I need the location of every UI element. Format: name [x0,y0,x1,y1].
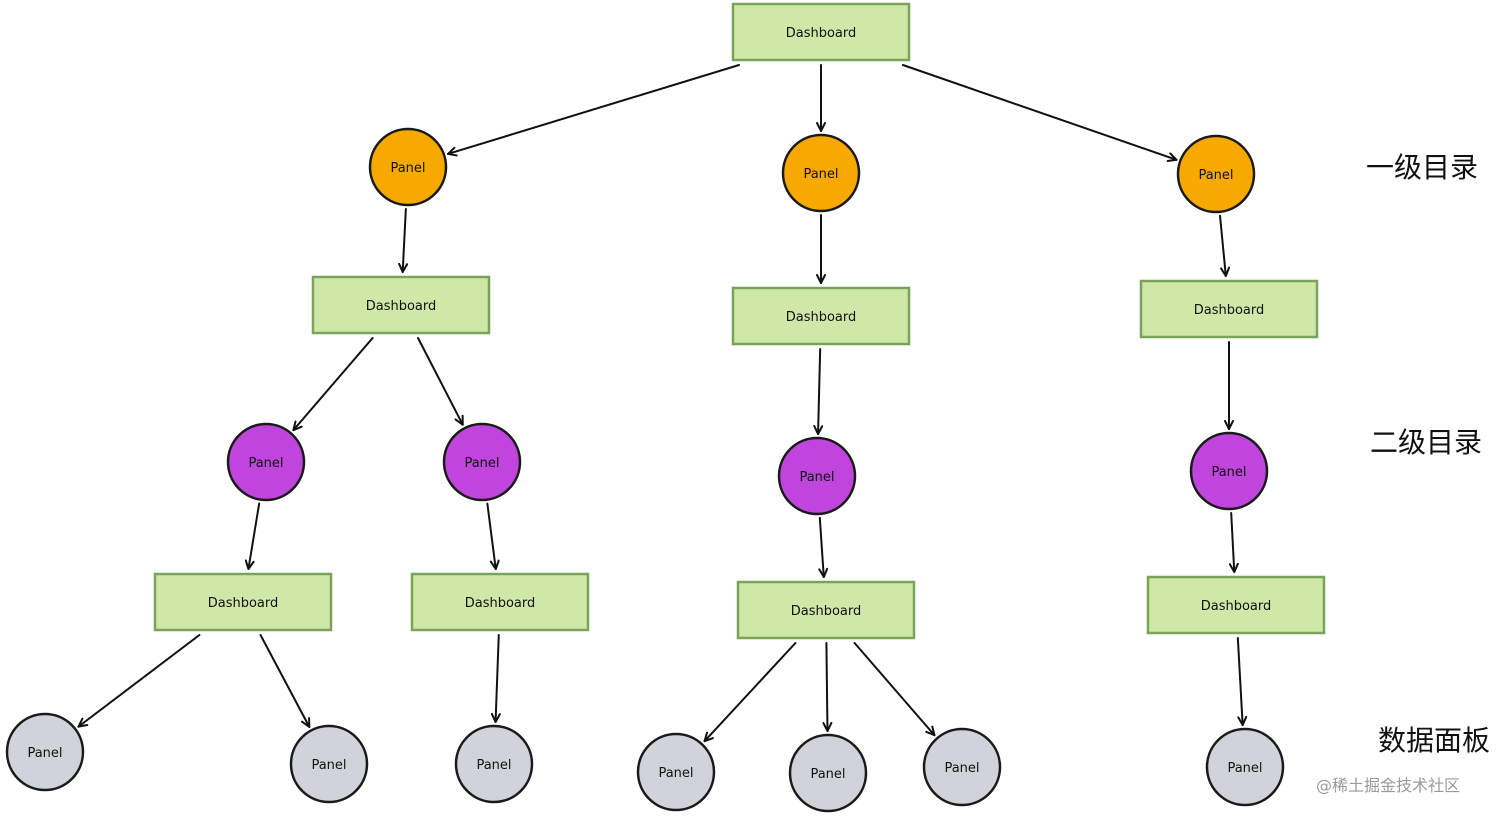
edge-d3a2-to-l3 [490,634,501,724]
panel-label: Panel [476,758,511,773]
level2-panel-node: Panel [226,422,306,502]
panel-label: Panel [311,758,346,773]
edges-layer [77,64,1248,743]
edge-root-to-p1c [902,64,1178,162]
level3-label: 数据面板 [1378,724,1490,757]
panel-circle [1189,431,1269,511]
dashboard-label: Dashboard [1201,599,1272,614]
edge-d3c-to-l7 [1236,637,1248,727]
edge-d3b-to-l6 [853,642,936,737]
dashboard-label: Dashboard [1194,303,1265,318]
panel-circle [636,732,716,812]
level2-panel-node: Panel [777,436,857,516]
panel-circle [1176,134,1256,214]
edge-p2a2-to-d3a2 [486,502,500,570]
dashboard-box [736,580,916,640]
panel-label: Panel [464,456,499,471]
dashboard-node: Dashboard [311,275,491,335]
level1-panel-node: Panel [1176,134,1256,214]
dashboard-node: Dashboard [153,572,333,632]
panel-label: Panel [944,761,979,776]
leaf-panel-node: Panel [5,712,85,792]
dashboard-box [1146,575,1326,635]
dashboard-box [153,572,333,632]
level2-label: 二级目录 [1370,426,1482,459]
dashboard-box [410,572,590,632]
panel-circle [368,127,448,207]
panel-label: Panel [658,766,693,781]
edge-p1c-to-d2c [1219,214,1231,277]
dashboard-label: Dashboard [786,310,857,325]
edge-d2a-to-p2a2 [417,337,464,426]
dashboard-box [311,275,491,335]
leaf-panel-node: Panel [454,724,534,804]
panel-label: Panel [390,161,425,176]
dashboard-node: Dashboard [1139,279,1319,339]
panel-circle [289,724,369,804]
leaf-panel-node: Panel [922,727,1002,807]
leaf-panel-node: Panel [788,733,868,813]
edge-p1a-to-d2a [398,207,409,273]
panel-label: Panel [27,746,62,761]
dashboard-node: Dashboard [1146,575,1326,635]
panel-label: Panel [810,767,845,782]
edge-p2c-to-d3c [1228,511,1239,573]
panel-circle [226,422,306,502]
dashboard-box [731,286,911,346]
panel-circle [442,422,522,502]
dashboard-node: Dashboard [410,572,590,632]
level1-label: 一级目录 [1366,151,1478,184]
dashboard-node: Dashboard [731,2,911,62]
panel-label: Panel [799,470,834,485]
panel-label: Panel [803,167,838,182]
edge-root-to-p1a [446,64,740,157]
edge-d2a-to-p2a1 [292,337,374,432]
panel-circle [5,712,85,792]
panel-circle [788,733,868,813]
panel-circle [922,727,1002,807]
level1-panel-node: Panel [781,133,861,213]
panel-circle [1205,727,1285,807]
edge-d2b-to-p2b [813,348,824,436]
panel-circle [777,436,857,516]
panel-circle [454,724,534,804]
panel-label: Panel [248,456,283,471]
watermark: @稀土掘金技术社区 [1316,776,1460,795]
panel-label: Panel [1211,465,1246,480]
dashboard-node: Dashboard [731,286,911,346]
dashboard-label: Dashboard [366,299,437,314]
leaf-panel-node: Panel [289,724,369,804]
dashboard-label: Dashboard [208,596,279,611]
leaf-panel-node: Panel [636,732,716,812]
edge-p2b-to-d3b [818,516,829,578]
edge-d3b-to-l4 [703,642,797,743]
leaf-panel-node: Panel [1205,727,1285,807]
dashboard-box [1139,279,1319,339]
panel-circle [781,133,861,213]
edge-d3b-to-l5 [822,642,833,733]
dashboard-label: Dashboard [465,596,536,611]
edge-d3a1-to-l2 [259,634,311,728]
dashboard-node: Dashboard [736,580,916,640]
level2-panel-node: Panel [1189,431,1269,511]
level1-panel-node: Panel [368,127,448,207]
panel-label: Panel [1227,761,1262,776]
dashboard-label: Dashboard [786,26,857,41]
edge-d3a1-to-l1 [77,634,201,728]
level2-panel-node: Panel [442,422,522,502]
edge-p2a1-to-d3a1 [244,502,261,570]
dashboard-box [731,2,911,62]
panel-label: Panel [1198,168,1233,183]
dashboard-label: Dashboard [791,604,862,619]
